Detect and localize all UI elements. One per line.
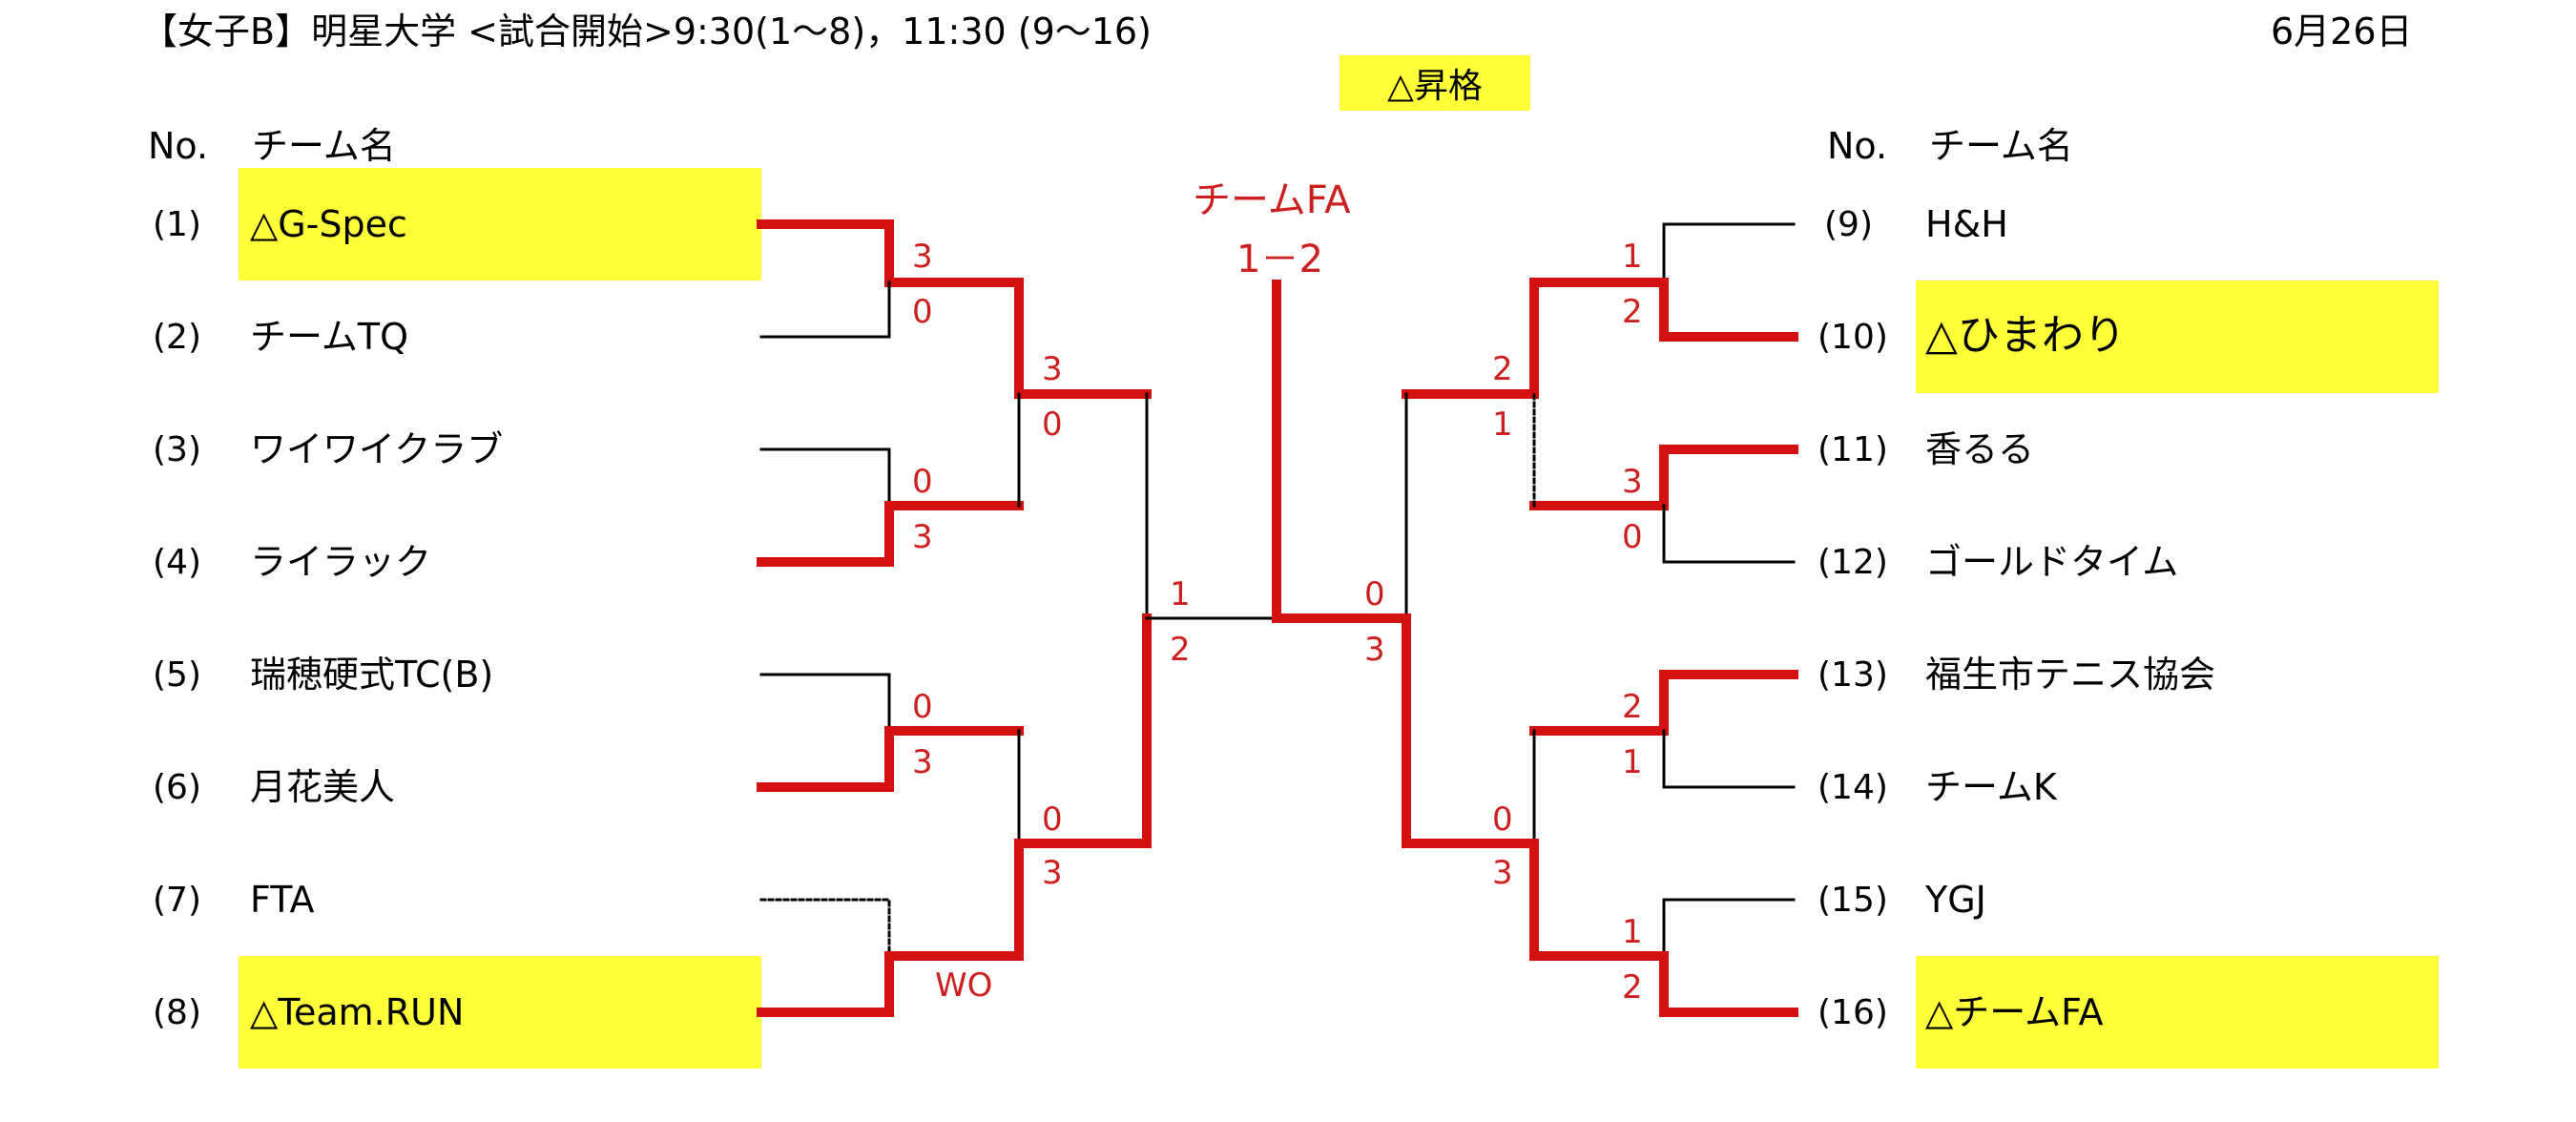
bracket-line-win (1014, 278, 1152, 399)
team-number: (2) (153, 318, 201, 357)
team-name: △ひまわり (1925, 311, 2126, 360)
champion-name: チームFA (1193, 178, 1351, 222)
team-name: ゴールドタイム (1925, 541, 2179, 583)
team-name: 香るる (1925, 428, 2035, 470)
team-number: (16) (1818, 993, 1888, 1032)
score-label: 2 (1492, 350, 1513, 388)
bracket-line-win (1272, 613, 1411, 848)
bracket-line-win (1529, 278, 1798, 342)
team-number: (7) (153, 881, 201, 920)
team-number: (12) (1818, 543, 1888, 582)
highlight-team-8 (239, 956, 761, 1069)
score-label: 0 (912, 293, 933, 331)
score-label: 0 (1042, 405, 1063, 444)
team-number: (6) (153, 768, 201, 807)
team-name: FTA (250, 879, 315, 921)
final-score: 1－2 (1236, 238, 1323, 281)
score-label: WO (935, 966, 993, 1005)
team-number: (11) (1818, 430, 1888, 469)
score-label: 3 (1492, 854, 1513, 892)
team-number: (5) (153, 655, 201, 695)
score-label: 2 (1622, 293, 1643, 331)
team-name: YGJ (1925, 879, 1986, 921)
team-number: (14) (1818, 768, 1888, 807)
team-number: (13) (1818, 655, 1888, 695)
team-name: △チームFA (1925, 991, 2104, 1033)
team-name: 瑞穂硬式TC(B) (250, 654, 494, 696)
team-name: ライラック (250, 541, 432, 583)
team-number: (8) (153, 993, 201, 1032)
bracket-line (1662, 504, 1796, 564)
right-no-header: No. (1827, 125, 1888, 167)
bracket-line-win (757, 726, 1024, 792)
bracket-line (759, 280, 891, 339)
page-title: 【女子B】明星大学 <試合開始>9:30(1〜8)，11:30 (9〜16) (141, 10, 1152, 52)
team-name: H&H (1925, 203, 2008, 245)
bracket-line-win (1402, 278, 1539, 399)
team-number: (3) (153, 430, 201, 469)
bracket-line (759, 447, 891, 508)
score-label: 0 (912, 688, 933, 726)
team-number: (1) (153, 205, 201, 244)
score-label: 0 (1364, 575, 1385, 613)
highlight-team-10 (1916, 280, 2439, 393)
team-name: 月花美人 (250, 766, 396, 808)
team-number: (4) (153, 543, 201, 582)
bracket-line (759, 673, 891, 733)
bracket-line (1662, 898, 1796, 958)
bracket-line-win (1529, 670, 1798, 736)
team-name: チームTQ (250, 316, 408, 358)
score-label: 1 (1170, 575, 1191, 613)
bracket-line (1145, 392, 1277, 620)
score-label: 3 (912, 238, 933, 276)
bracket-line-walkover (759, 898, 891, 958)
score-label: 0 (1492, 800, 1513, 839)
score-label: 3 (1622, 463, 1643, 501)
bracket-line-win (1402, 839, 1539, 961)
bracket-line-win (1014, 839, 1152, 961)
team-name: △G-Spec (250, 203, 407, 245)
left-team-header: チーム名 (252, 125, 396, 167)
score-label: 2 (1622, 688, 1643, 726)
bracket-line-win (757, 951, 1024, 1017)
score-label: 0 (912, 463, 933, 501)
score-label: 3 (912, 743, 933, 781)
promotion-legend: △昇格 (1340, 55, 1530, 111)
team-name: △Team.RUN (250, 991, 465, 1033)
team-name: 福生市テニス協会 (1925, 654, 2216, 696)
score-label: 1 (1492, 405, 1513, 444)
score-label: 0 (1042, 800, 1063, 839)
bracket-line (1662, 222, 1796, 284)
score-label: 3 (912, 518, 933, 556)
score-label: 1 (1622, 913, 1643, 951)
score-label: 1 (1622, 238, 1643, 276)
team-number: (15) (1818, 881, 1888, 920)
score-label: 2 (1622, 968, 1643, 1007)
highlight-team-16 (1916, 956, 2439, 1069)
bracket-line (1662, 729, 1796, 789)
score-label: 2 (1170, 631, 1191, 669)
date-label: 6月26日 (2271, 10, 2413, 52)
bracket-line-win (1529, 445, 1798, 510)
promotion-legend-label: △昇格 (1387, 67, 1483, 106)
highlight-team-1 (239, 168, 761, 280)
score-label: 0 (1622, 518, 1643, 556)
score-label: 3 (1042, 350, 1063, 388)
left-no-header: No. (148, 125, 209, 167)
team-name: ワイワイクラブ (250, 428, 504, 470)
score-label: 3 (1042, 854, 1063, 892)
bracket-line-win (757, 219, 1024, 287)
team-number: (10) (1818, 318, 1888, 357)
score-label: 3 (1364, 631, 1385, 669)
team-name: チームK (1925, 766, 2057, 808)
score-label: 1 (1622, 743, 1643, 781)
right-team-header: チーム名 (1929, 125, 2073, 167)
bracket-line-win (757, 501, 1024, 567)
bracket-line-win (1529, 951, 1798, 1017)
team-number: (9) (1824, 205, 1873, 244)
